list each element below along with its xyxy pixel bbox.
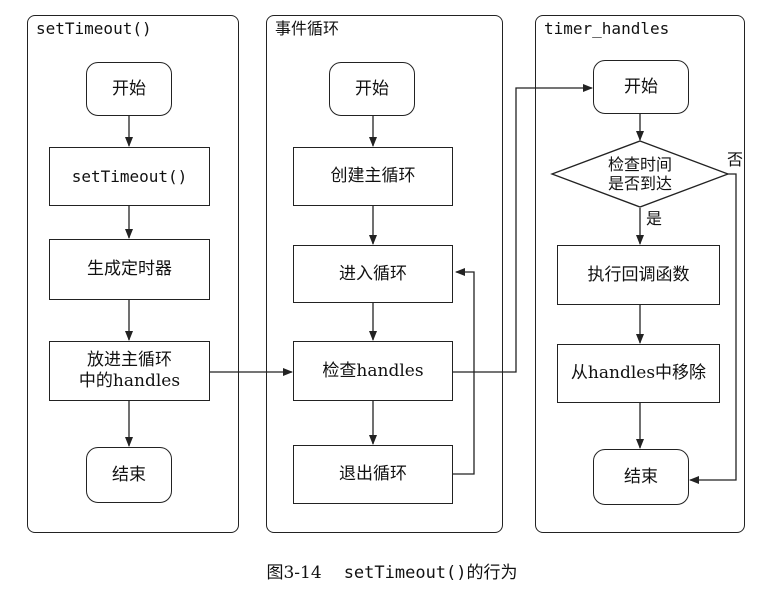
arrow-check-to-timer	[453, 84, 593, 373]
settimeout-panel: setTimeout()	[27, 15, 239, 533]
el-enter-loop-node: 进入循环	[293, 245, 453, 303]
tm-start-node: 开始	[593, 60, 689, 114]
tm-decision-line2: 是否到达	[607, 174, 672, 193]
st-create-timer-node: 生成定时器	[49, 239, 210, 300]
tm-no-label: 否	[727, 150, 744, 169]
caption-text: 的行为	[466, 563, 518, 583]
el-start-node: 开始	[329, 62, 415, 116]
arrow-tm-decision-no	[689, 173, 737, 484]
tm-end-node: 结束	[593, 449, 689, 505]
caption-code: setTimeout()	[343, 563, 467, 583]
st-add-line2: 中的handles	[78, 371, 181, 391]
panel-title-event-loop: 事件循环	[275, 19, 340, 38]
tm-decision-line1: 检查时间	[607, 155, 672, 174]
arrow-el-exit-loopback	[453, 268, 475, 475]
tm-remove-node: 从handles中移除	[557, 344, 720, 403]
st-call-node: setTimeout()	[49, 147, 210, 206]
event-loop-panel: 事件循环	[266, 15, 503, 533]
tm-yes-label: 是	[646, 209, 663, 228]
panel-title-settimeout: setTimeout()	[36, 19, 152, 38]
caption-figure-number: 图3-14	[266, 563, 322, 583]
figure-caption: 图3-14 setTimeout()的行为	[0, 562, 784, 584]
panel-title-timer-handles: timer_handles	[544, 19, 670, 38]
st-add-line1: 放进主循环	[87, 350, 172, 370]
decision-diamond	[550, 140, 730, 208]
st-end-node: 结束	[86, 447, 172, 503]
el-create-loop-node: 创建主循环	[293, 147, 453, 206]
st-start-node: 开始	[86, 62, 172, 116]
el-exit-loop-node: 退出循环	[293, 445, 453, 504]
tm-decision-text: 检查时间 是否到达	[580, 155, 700, 193]
st-add-to-handles-node: 放进主循环 中的handles	[49, 341, 210, 401]
timer-handles-panel: timer_handles	[535, 15, 745, 533]
tm-exec-callback-node: 执行回调函数	[557, 245, 720, 305]
el-check-handles-node: 检查handles	[293, 341, 453, 401]
